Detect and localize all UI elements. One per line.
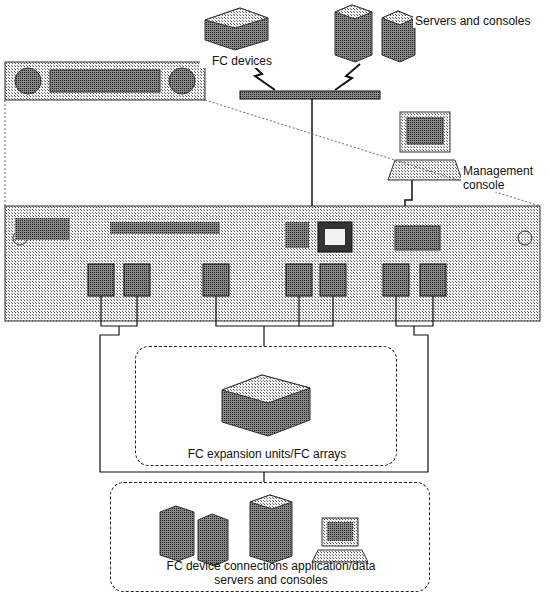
projection-line <box>5 100 540 206</box>
fc-device-icon <box>205 8 268 50</box>
switch-front-view <box>5 62 205 100</box>
device-label: FC devices <box>200 54 284 68</box>
fc-array-icon <box>222 375 310 436</box>
group-label: FC device connections application/data s… <box>156 559 386 587</box>
network-bar <box>240 91 380 99</box>
device-label: Servers and consoles <box>413 14 545 28</box>
server-icon <box>160 495 292 566</box>
dashed-group-box: FC device connections application/data s… <box>110 482 430 592</box>
fc-cable <box>100 296 433 482</box>
console-icon <box>312 518 368 562</box>
device-label: Management console <box>461 164 545 192</box>
fc-switch-panel <box>5 206 540 321</box>
console-icon <box>388 112 462 180</box>
fc-port <box>88 264 446 296</box>
group-label: FC expansion units/FC arrays <box>147 447 387 461</box>
server-icon <box>335 5 415 62</box>
dashed-group-box: FC expansion units/FC arrays <box>135 346 397 466</box>
